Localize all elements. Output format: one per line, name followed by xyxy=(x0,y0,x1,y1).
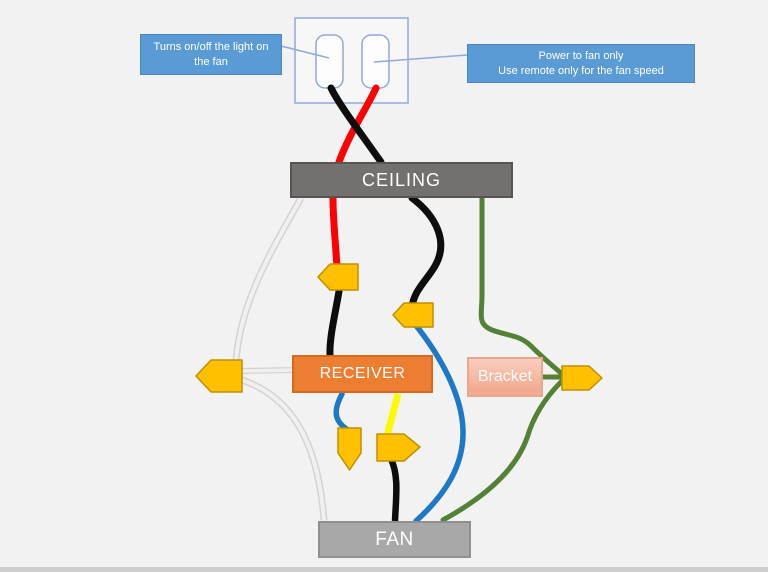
black-wire-connector-to-receiver xyxy=(326,284,344,358)
blue-wire-receiver-to-cap xyxy=(333,391,351,433)
light-switch-toggle xyxy=(315,34,344,89)
bracket-node: Bracket xyxy=(467,357,543,397)
wire-nut-left-icon-white-bundle xyxy=(195,359,243,393)
white-wire-fan xyxy=(241,378,326,521)
blue-wire-connector-to-fan xyxy=(411,320,466,524)
wire-connectors xyxy=(195,263,603,471)
callout-light-switch: Turns on/off the light on the fan xyxy=(140,34,282,75)
white-wire-receiver xyxy=(239,368,294,373)
black-wire-connector-to-fan xyxy=(387,457,400,522)
ceiling-label: CEILING xyxy=(361,169,442,190)
red-wire-switch-to-ceiling xyxy=(335,84,380,166)
callout-light-switch-line2: the fan xyxy=(194,55,228,68)
bracket-label: Bracket xyxy=(477,368,533,385)
ceiling-node: CEILING xyxy=(290,162,513,198)
wire-nut-left-icon-black-blue xyxy=(392,302,434,328)
callout-fan-switch-line1: Power to fan only xyxy=(538,50,624,63)
wire-nut-left-icon-red-black xyxy=(317,263,359,291)
callout-right-pointer-line xyxy=(373,54,468,63)
image-bottom-edge xyxy=(0,567,768,572)
green-wire-ceiling-to-junction xyxy=(478,195,565,377)
white-wire-ceiling-underlay xyxy=(232,196,305,363)
white-wires xyxy=(232,196,328,521)
black-wire-ceiling-to-connector xyxy=(408,194,445,311)
red-wire-ceiling-to-connector xyxy=(329,197,341,269)
wire-nut-down-icon-blue-cap xyxy=(337,427,362,471)
wire-nut-right-icon-green-bundle xyxy=(561,365,603,391)
white-wire-ceiling xyxy=(234,197,303,363)
receiver-node: RECEIVER xyxy=(292,355,433,393)
black-wire-switch-to-ceiling xyxy=(327,84,385,166)
fan-label: FAN xyxy=(375,528,414,550)
callout-light-switch-line1: Turns on/off the light on xyxy=(153,41,269,54)
green-wire-junction-to-fan xyxy=(440,379,564,523)
fan-node: FAN xyxy=(318,521,471,558)
wire-nut-right-icon-yellow-black xyxy=(376,433,421,462)
yellow-wire-receiver-to-connector xyxy=(383,393,402,437)
callout-fan-switch: Power to fan only Use remote only for th… xyxy=(467,44,695,83)
callout-left-pointer-line xyxy=(280,45,330,59)
receiver-label: RECEIVER xyxy=(319,365,406,382)
callout-fan-switch-line2: Use remote only for the fan speed xyxy=(498,64,664,77)
